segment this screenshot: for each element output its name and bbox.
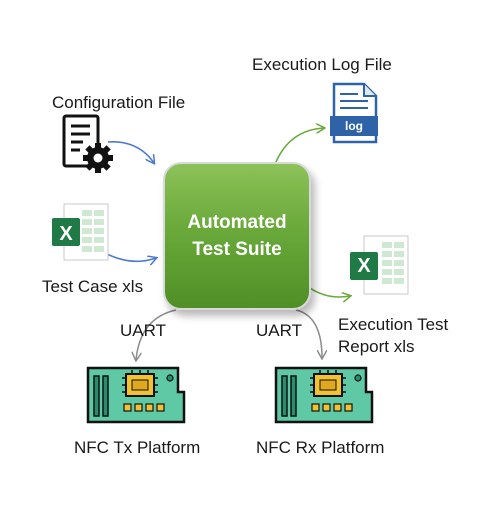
arrow-suite-to-tx: [136, 309, 177, 360]
arrow-suite-to-log: [275, 128, 324, 163]
test-case-label: Test Case xls: [42, 277, 144, 296]
log-file-icon: [330, 82, 378, 144]
nfc-tx-board-icon: [86, 366, 186, 424]
execution-log-file-label: Execution Log File: [252, 55, 392, 74]
nfc-rx-platform-label: NFC Rx Platform: [256, 438, 385, 457]
configuration-file-label: Configuration File: [52, 93, 186, 112]
arrow-config-to-suite: [107, 141, 154, 163]
automated-test-suite-box: Automated Test Suite: [163, 162, 311, 310]
nfc-rx-board-icon: [274, 366, 374, 424]
test-case-excel-icon: [52, 203, 109, 261]
automated-test-suite-label: Automated Test Suite: [187, 212, 287, 260]
arrow-suite-to-report: [309, 287, 350, 297]
report-excel-letter: X: [357, 255, 371, 277]
uart-tx-label: UART: [120, 321, 166, 340]
uart-rx-label: UART: [256, 321, 302, 340]
execution-report-label: Execution Test Report xls: [338, 315, 449, 356]
log-badge-text: log: [345, 119, 363, 133]
nfc-tx-platform-label: NFC Tx Platform: [74, 438, 201, 457]
arrow-suite-to-rx: [295, 309, 322, 358]
report-excel-icon: [350, 235, 409, 295]
configuration-file-icon: [62, 114, 113, 173]
test-case-excel-letter: X: [59, 223, 73, 245]
